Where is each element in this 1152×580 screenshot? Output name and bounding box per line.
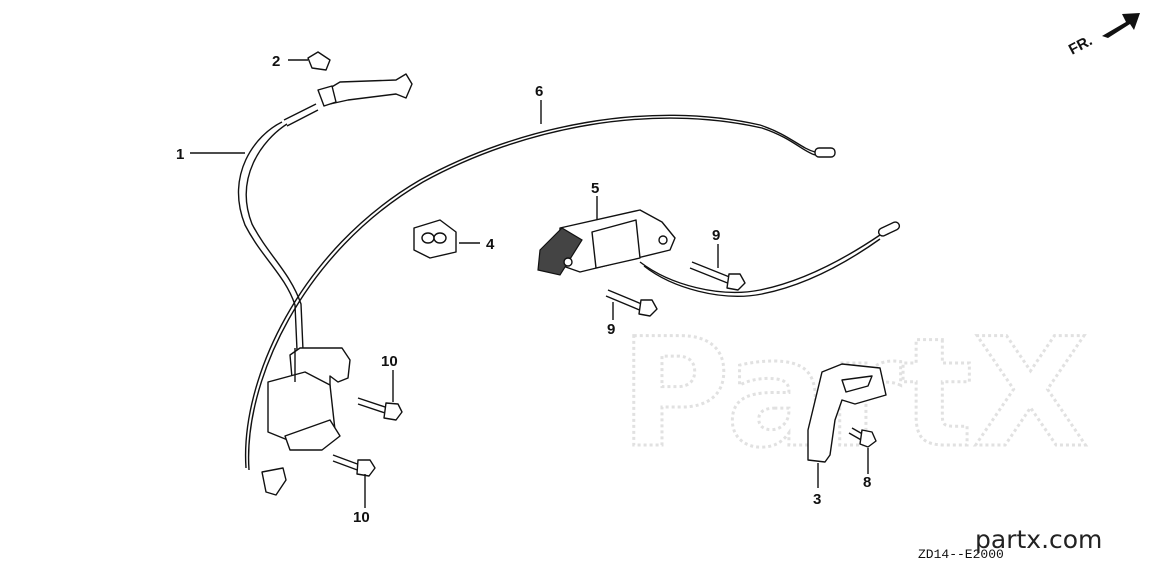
site-brand: partx.com — [975, 525, 1102, 554]
callout-9-right: 9 — [712, 227, 720, 244]
front-arrow-icon — [1102, 13, 1140, 38]
callout-5: 5 — [591, 180, 599, 197]
drawing-code: ZD14--E2000 — [918, 547, 1004, 562]
bolt-9-left — [605, 289, 658, 317]
callout-6: 6 — [535, 83, 543, 100]
direction-label: FR. — [1066, 32, 1095, 58]
part-2-plug-cap — [307, 51, 413, 107]
callout-2: 2 — [272, 53, 280, 70]
front-direction-indicator: FR. — [1066, 13, 1140, 59]
callout-3: 3 — [813, 491, 821, 508]
bolt-10-upper — [357, 397, 403, 421]
part-4-grommet — [413, 219, 457, 259]
ignition-coil — [267, 347, 351, 451]
callout-8: 8 — [863, 474, 871, 491]
callout-9-left: 9 — [607, 321, 615, 338]
part-6-wire — [244, 114, 836, 496]
part-1-ignition-lead — [237, 103, 319, 351]
part-5-charge-coil — [537, 209, 901, 297]
callout-10-lower: 10 — [353, 509, 370, 526]
part-3-bracket — [807, 363, 887, 463]
bolt-9-right — [689, 261, 746, 291]
callout-10-upper: 10 — [381, 353, 398, 370]
bolt-10-lower — [332, 454, 376, 477]
callout-numbers: 1 2 3 4 5 6 8 9 9 10 10 — [176, 53, 871, 526]
leader-lines — [190, 59, 869, 508]
callout-1: 1 — [176, 146, 184, 163]
callout-4: 4 — [486, 236, 495, 253]
bolt-8 — [848, 427, 877, 448]
